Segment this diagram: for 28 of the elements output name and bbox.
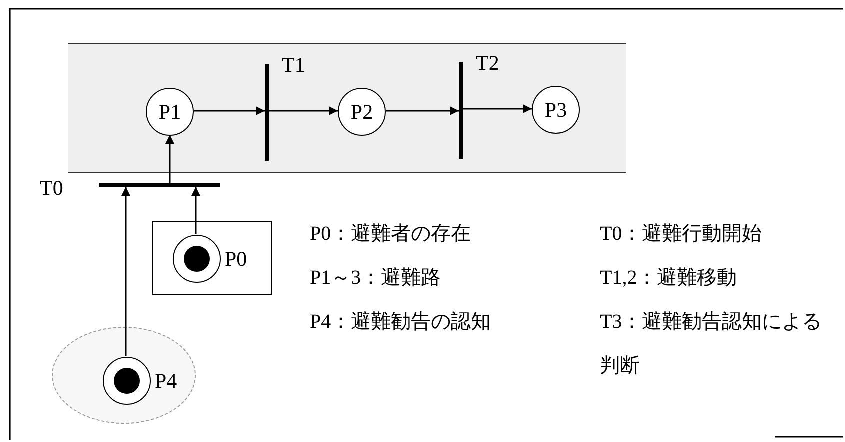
- place-label: P4: [155, 371, 178, 392]
- arrow: [386, 106, 459, 116]
- arrow: [269, 106, 338, 116]
- transition-bar: [265, 64, 269, 161]
- place-circle: P1: [146, 88, 194, 136]
- legend-text: P1～3：避難路: [310, 266, 442, 291]
- legend-text: T1,2：避難移動: [600, 266, 738, 291]
- arrow: [192, 187, 200, 234]
- arrow: [166, 135, 174, 183]
- legend-text: T3：避難勧告認知による判断: [600, 310, 824, 379]
- transition-label: T1: [282, 55, 306, 76]
- transition-bar: [459, 62, 463, 159]
- arrow: [122, 187, 130, 356]
- place-circle: P2: [338, 88, 386, 136]
- transition-label: T2: [476, 53, 500, 74]
- shaded-band: [68, 43, 626, 173]
- place-circle: [173, 235, 221, 283]
- place-label: P0: [225, 249, 248, 270]
- transition-label: T0: [40, 178, 64, 199]
- transition-bar: [99, 183, 220, 187]
- legend-text: T0：避難行動開始: [600, 222, 764, 247]
- arrow: [463, 104, 532, 114]
- legend-text: P0：避難者の存在: [310, 222, 472, 247]
- arrow: [194, 106, 265, 116]
- legend-text: P4：避難勧告の認知: [310, 310, 492, 335]
- place-circle: [103, 357, 151, 405]
- place-circle: P3: [532, 86, 580, 134]
- region-box: [152, 221, 272, 295]
